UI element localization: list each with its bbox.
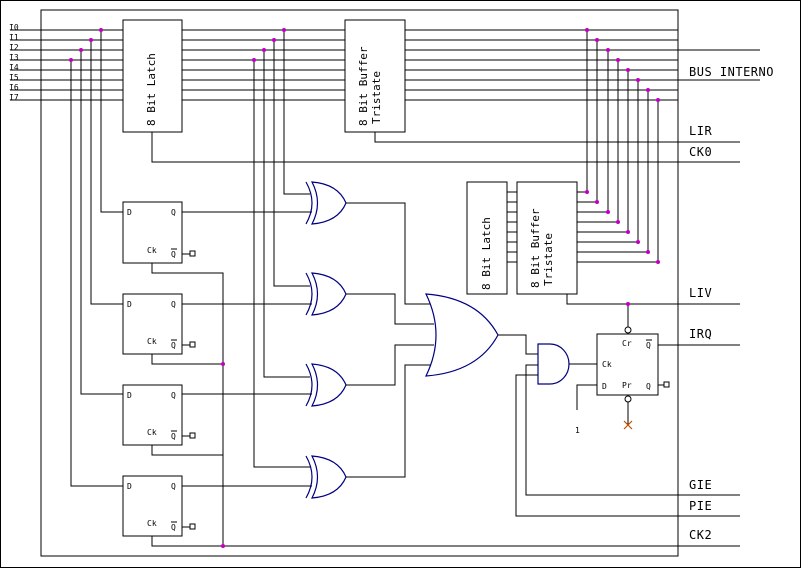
ff2-ck: Ck: [147, 337, 157, 346]
irq-flipflop: Cr Q Ck D Pr Q: [596, 326, 670, 403]
input-label-i7: I7: [9, 93, 19, 102]
signal-label-ck0: CK0: [689, 145, 712, 159]
flipflop-clock-lines: [151, 263, 740, 547]
top-control-lines: [151, 132, 740, 163]
ff3-d: D: [127, 391, 132, 400]
signal-label-liv: LIV: [689, 286, 712, 300]
xor-gate-1: [305, 181, 347, 225]
input-label-i4: I4: [9, 63, 19, 72]
irq-ff-d: D: [602, 382, 607, 391]
signal-label-lir: LIR: [689, 124, 712, 138]
ff4-d: D: [127, 482, 132, 491]
flipflop-3: D Q Ck Q: [122, 384, 196, 446]
bottom-latch-block: [466, 181, 508, 295]
top-buffer-block: [344, 19, 406, 133]
irq-ff-qbar: Q: [646, 341, 651, 350]
or-to-and-line: [498, 334, 538, 355]
input-label-i5: I5: [9, 73, 19, 82]
signal-label-pie: PIE: [689, 499, 712, 513]
flipflop-4: D Q Ck Q: [122, 475, 196, 537]
signal-label-ck2: CK2: [689, 528, 712, 542]
ff3-q: Q: [171, 391, 176, 400]
ff3-ck: Ck: [147, 428, 157, 437]
bottom-buffer-bus-lines: [577, 30, 659, 263]
bottom-buffer-label-1: 8 Bit Buffer: [529, 208, 542, 288]
ff2-qbar: Q: [171, 341, 176, 350]
xor-gate-3: [305, 363, 347, 407]
flipflop-2: D Q Ck Q: [122, 293, 196, 355]
input-label-i2: I2: [9, 43, 19, 52]
flipflop-1: D Q Ck Q: [122, 201, 196, 264]
ff1-qbar: Q: [171, 250, 176, 259]
enable-lines: [515, 364, 740, 517]
ff2-q: Q: [171, 300, 176, 309]
preset-x-mark: [623, 420, 633, 430]
ff4-q: Q: [171, 482, 176, 491]
top-buffer-label-1: 8 Bit Buffer: [357, 46, 370, 126]
irq-ff-ck: Ck: [602, 360, 612, 369]
irq-ff-q: Q: [646, 382, 651, 391]
input-label-i3: I3: [9, 53, 19, 62]
or-gate: [425, 293, 499, 377]
flipflop-q-lines: [182, 211, 312, 487]
signal-label-gie: GIE: [689, 478, 712, 492]
input-label-i6: I6: [9, 83, 19, 92]
top-latch-block: [122, 19, 183, 133]
ff1-d: D: [127, 208, 132, 217]
and-gate: [537, 343, 570, 385]
internal-bus-lines: [405, 29, 760, 101]
bottom-buffer-label-2: Tristate: [542, 233, 555, 286]
signal-label-bus: BUS INTERNO: [689, 65, 774, 79]
ff4-ck: Ck: [147, 519, 157, 528]
top-buffer-label-2: Tristate: [370, 71, 383, 124]
signal-label-irq: IRQ: [689, 327, 712, 341]
ff1-ck: Ck: [147, 246, 157, 255]
input-bus-lines: [10, 29, 123, 101]
ff2-d: D: [127, 300, 132, 309]
circuit-frame: [40, 9, 679, 557]
input-label-i0: I0: [9, 23, 19, 32]
ff3-qbar: Q: [171, 432, 176, 441]
junction-dots: [69, 28, 660, 548]
irq-ff-pr: Pr: [622, 381, 632, 390]
xor-gate-2: [305, 272, 347, 316]
input-tap-lines: [70, 30, 123, 487]
top-latch-label: 8 Bit Latch: [145, 53, 158, 126]
ff1-q: Q: [171, 208, 176, 217]
irq-ff-cr: Cr: [622, 339, 632, 348]
bottom-buffer-block: [516, 181, 578, 295]
bottom-latch-buffer-lines: [507, 191, 517, 263]
input-label-i1: I1: [9, 33, 19, 42]
irq-ff-lines: [576, 303, 740, 425]
bottom-latch-label: 8 Bit Latch: [480, 217, 493, 290]
xor-to-or-lines: [346, 202, 434, 478]
ff4-qbar: Q: [171, 523, 176, 532]
constant-one-label: 1: [575, 426, 580, 435]
latch-tap-lines: [253, 30, 310, 468]
xor-gate-4: [305, 455, 347, 499]
liv-control-line: [566, 294, 628, 305]
